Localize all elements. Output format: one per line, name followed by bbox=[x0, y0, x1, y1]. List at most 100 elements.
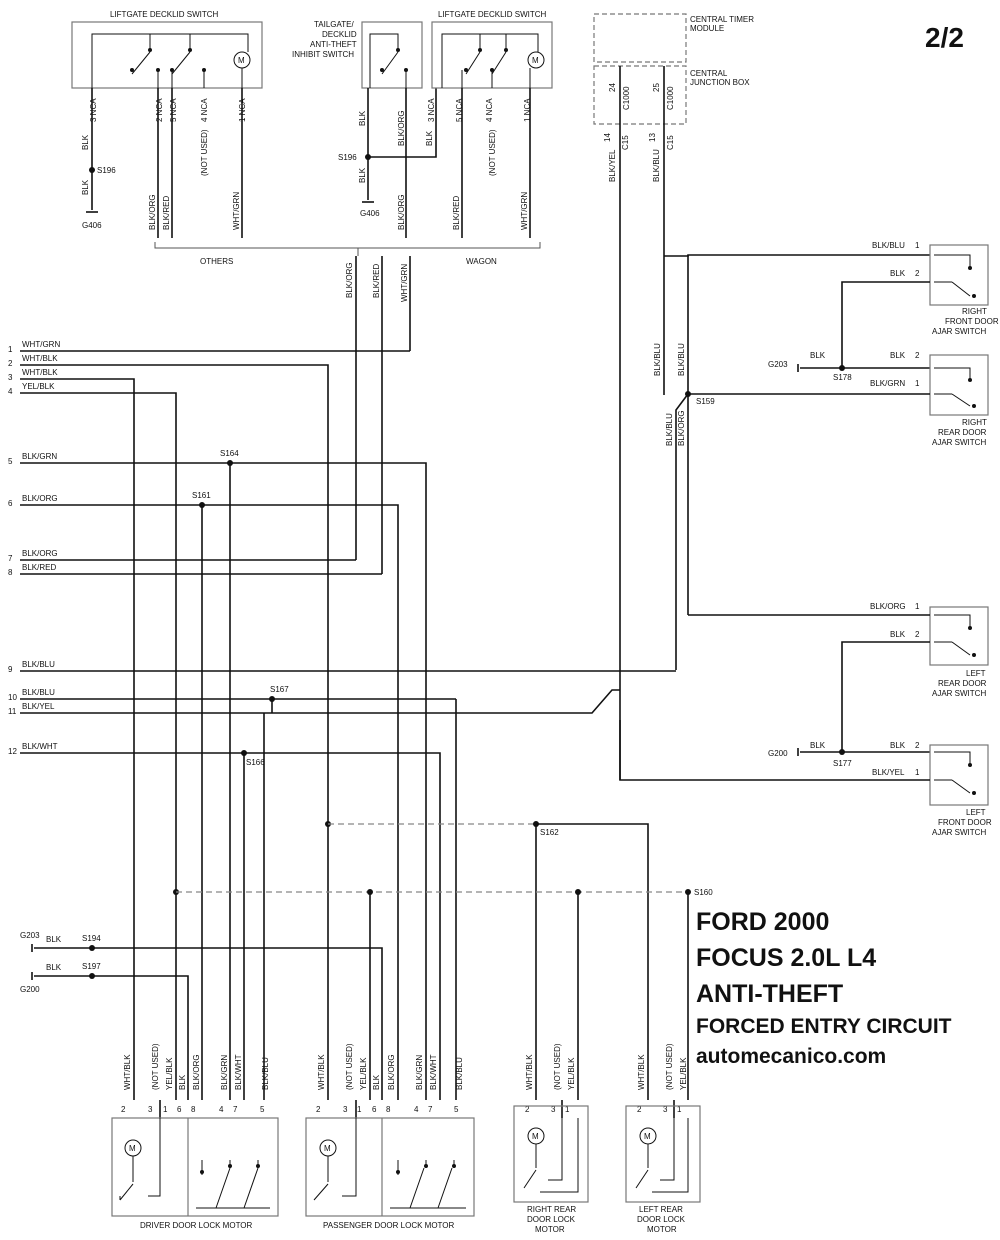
svg-text:WHT/BLK: WHT/BLK bbox=[22, 368, 58, 377]
svg-text:11: 11 bbox=[8, 707, 17, 716]
svg-text:25: 25 bbox=[652, 83, 661, 92]
svg-text:2: 2 bbox=[637, 1105, 642, 1114]
driver-door-lock-motor-label: DRIVER DOOR LOCK MOTOR bbox=[140, 1221, 253, 1230]
svg-text:BLK/YEL: BLK/YEL bbox=[22, 702, 55, 711]
svg-text:C1000: C1000 bbox=[622, 86, 631, 110]
svg-text:BLK/ORG: BLK/ORG bbox=[22, 549, 58, 558]
svg-text:WHT/BLK: WHT/BLK bbox=[22, 354, 58, 363]
svg-text:BLK/ORG: BLK/ORG bbox=[22, 494, 58, 503]
splice-s196-left bbox=[89, 167, 95, 173]
splice-s161-label: S161 bbox=[192, 491, 211, 500]
rr-motor-label: RIGHT REAR bbox=[527, 1205, 576, 1214]
svg-text:2: 2 bbox=[8, 359, 13, 368]
svg-text:AJAR SWITCH: AJAR SWITCH bbox=[932, 438, 986, 447]
splice-s160-label: S160 bbox=[694, 888, 713, 897]
svg-text:YEL/BLK: YEL/BLK bbox=[567, 1057, 576, 1090]
svg-text:C15: C15 bbox=[621, 135, 630, 150]
svg-text:MODULE: MODULE bbox=[690, 24, 724, 33]
svg-text:M: M bbox=[532, 1132, 539, 1141]
rf-door-ajar-switch-box bbox=[929, 244, 989, 306]
splice-s167-label: S167 bbox=[270, 685, 289, 694]
svg-text:WHT/BLK: WHT/BLK bbox=[123, 1054, 132, 1090]
wire-label: BLK bbox=[46, 963, 62, 972]
central-junction-box bbox=[593, 65, 687, 125]
svg-text:DOOR LOCK: DOOR LOCK bbox=[527, 1215, 576, 1224]
svg-text:MOTOR: MOTOR bbox=[535, 1225, 565, 1234]
group-wagon-label: WAGON bbox=[466, 257, 497, 266]
wire-label: BLK bbox=[81, 179, 90, 195]
ground-g200-bottom-label: G200 bbox=[20, 985, 40, 994]
rr-door-ajar-switch-box bbox=[929, 354, 989, 416]
wire-label: BLK bbox=[810, 741, 826, 750]
svg-text:YEL/BLK: YEL/BLK bbox=[22, 382, 55, 391]
svg-text:(NOT USED): (NOT USED) bbox=[553, 1043, 562, 1090]
wire-label: BLK bbox=[810, 351, 826, 360]
splice-s194 bbox=[89, 945, 95, 951]
splice-s196-left-label: S196 bbox=[97, 166, 116, 175]
svg-text:BLK/GRN: BLK/GRN bbox=[415, 1055, 424, 1090]
driver-door-lock-motor-box bbox=[111, 1117, 279, 1217]
splice-s162-label: S162 bbox=[540, 828, 559, 837]
lf-door-ajar-switch-box bbox=[929, 744, 989, 806]
svg-text:YEL/BLK: YEL/BLK bbox=[359, 1057, 368, 1090]
wire-label: BLK/ORG bbox=[345, 262, 354, 298]
wire-label: BLK/BLU bbox=[653, 343, 662, 376]
wire-label: BLK/ORG bbox=[397, 194, 406, 230]
wire-label: BLK/GRN bbox=[870, 379, 905, 388]
wire-label: BLK bbox=[890, 741, 906, 750]
svg-text:WHT/BLK: WHT/BLK bbox=[637, 1054, 646, 1090]
svg-text:AJAR SWITCH: AJAR SWITCH bbox=[932, 327, 986, 336]
svg-text:8: 8 bbox=[191, 1105, 196, 1114]
wire-label: BLK/YEL bbox=[608, 149, 617, 182]
junction-pins: 24 C1000 25 C1000 14 C15 13 C15 bbox=[603, 83, 675, 150]
splice-s197-label: S197 bbox=[82, 962, 101, 971]
website-text: automecanico.com bbox=[696, 1045, 886, 1068]
svg-text:2: 2 bbox=[915, 269, 920, 278]
wire-label: BLK/RED bbox=[162, 196, 171, 230]
svg-text:5 NCA: 5 NCA bbox=[455, 98, 464, 122]
svg-text:24: 24 bbox=[608, 83, 617, 92]
wire-label: BLK bbox=[890, 630, 906, 639]
svg-text:7: 7 bbox=[8, 554, 13, 563]
svg-text:3: 3 bbox=[148, 1105, 153, 1114]
ground-g203-bottom-label: G203 bbox=[20, 931, 40, 940]
svg-text:C1000: C1000 bbox=[666, 86, 675, 110]
svg-text:FRONT DOOR: FRONT DOOR bbox=[938, 818, 992, 827]
svg-text:3 NCA: 3 NCA bbox=[89, 98, 98, 122]
svg-text:8: 8 bbox=[8, 568, 13, 577]
rr-switch-internals bbox=[934, 367, 976, 408]
wire-label: BLK/ORG bbox=[677, 410, 686, 446]
svg-text:1: 1 bbox=[915, 379, 920, 388]
svg-text:LEFT: LEFT bbox=[966, 808, 986, 817]
svg-text:M: M bbox=[644, 1132, 651, 1141]
central-timer-module-box bbox=[593, 13, 687, 63]
title-line3: ANTI-THEFT bbox=[696, 980, 843, 1008]
svg-text:BLK: BLK bbox=[372, 1074, 381, 1090]
liftgate-switch-others-internals: M bbox=[91, 33, 251, 88]
svg-text:C15: C15 bbox=[666, 135, 675, 150]
lf-switch-internals bbox=[934, 751, 976, 795]
svg-text:1: 1 bbox=[677, 1105, 682, 1114]
rr-motor-internals: M bbox=[523, 1118, 579, 1193]
svg-text:WHT/GRN: WHT/GRN bbox=[22, 340, 60, 349]
wire-label: WHT/GRN bbox=[400, 264, 409, 302]
lr-motor-label: LEFT REAR bbox=[639, 1205, 683, 1214]
splice-s177-label: S177 bbox=[833, 759, 852, 768]
central-junction-label: CENTRAL bbox=[690, 69, 728, 78]
svg-text:DECKLID: DECKLID bbox=[322, 30, 357, 39]
svg-text:MOTOR: MOTOR bbox=[647, 1225, 677, 1234]
svg-text:10: 10 bbox=[8, 693, 17, 702]
wire-label: BLK/BLU bbox=[677, 343, 686, 376]
title-line4: FORCED ENTRY CIRCUIT bbox=[696, 1015, 952, 1038]
ground-g200-label: G200 bbox=[768, 749, 788, 758]
svg-text:4 NCA: 4 NCA bbox=[200, 98, 209, 122]
inhibit-switch-label: TAILGATE/ DECKLID ANTI-THEFT INHIBIT SWI… bbox=[292, 20, 357, 59]
svg-text:BLK/WHT: BLK/WHT bbox=[22, 742, 58, 751]
svg-text:ANTI-THEFT: ANTI-THEFT bbox=[310, 40, 357, 49]
svg-text:7: 7 bbox=[233, 1105, 238, 1114]
group-bracket bbox=[154, 242, 541, 249]
splice-s166-label: S166 bbox=[246, 758, 265, 767]
wire-label: BLK/RED bbox=[372, 264, 381, 298]
